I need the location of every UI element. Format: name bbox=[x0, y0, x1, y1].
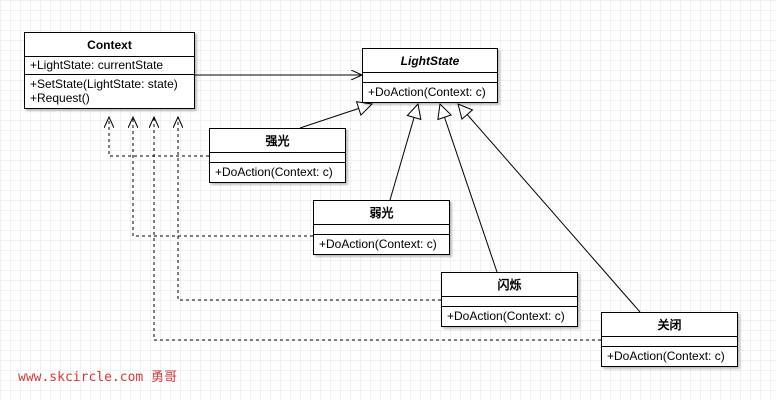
operation-compartment: +DoAction(Context: c) bbox=[210, 163, 345, 182]
generalization-off-to-lightstate bbox=[458, 104, 641, 313]
generalization-weak-to-lightstate bbox=[389, 104, 418, 201]
class-lightstate[interactable]: LightState +DoAction(Context: c) bbox=[362, 48, 498, 103]
attribute-compartment bbox=[210, 153, 345, 163]
operation-compartment: +DoAction(Context: c) bbox=[314, 235, 449, 254]
operation-compartment: +DoAction(Context: c) bbox=[363, 83, 497, 102]
operation: +Request() bbox=[30, 91, 90, 105]
generalization-flash-to-lightstate bbox=[440, 104, 498, 273]
dependency-weak-to-context bbox=[133, 117, 313, 237]
class-name: LightState bbox=[363, 49, 497, 73]
attribute-compartment bbox=[314, 225, 449, 235]
class-name: 关闭 bbox=[602, 313, 737, 337]
dependency-off-to-context bbox=[154, 117, 601, 341]
attribute-compartment bbox=[602, 337, 737, 347]
operation: +DoAction(Context: c) bbox=[607, 349, 725, 363]
attribute-compartment bbox=[363, 73, 497, 83]
operation: +DoAction(Context: c) bbox=[215, 165, 333, 179]
class-name: 强光 bbox=[210, 129, 345, 153]
watermark-text: www.skcircle.com 勇哥 bbox=[18, 370, 178, 385]
operation: +DoAction(Context: c) bbox=[319, 237, 437, 251]
attribute: +LightState: currentState bbox=[30, 58, 164, 72]
class-weak-light[interactable]: 弱光 +DoAction(Context: c) bbox=[313, 200, 450, 255]
attribute-compartment bbox=[442, 297, 577, 307]
operation: +DoAction(Context: c) bbox=[447, 309, 565, 323]
class-name: Context bbox=[25, 33, 194, 57]
class-name: 弱光 bbox=[314, 201, 449, 225]
operation: +DoAction(Context: c) bbox=[368, 85, 486, 99]
operation: +SetState(LightState: state) bbox=[30, 77, 178, 91]
dependency-flash-to-context bbox=[178, 117, 441, 301]
operation-compartment: +DoAction(Context: c) bbox=[442, 307, 577, 326]
class-strong-light[interactable]: 强光 +DoAction(Context: c) bbox=[209, 128, 346, 183]
generalization-strong-to-lightstate bbox=[299, 104, 372, 129]
operation-compartment: +SetState(LightState: state) +Request() bbox=[25, 75, 194, 108]
class-name: 闪烁 bbox=[442, 273, 577, 297]
operation-compartment: +DoAction(Context: c) bbox=[602, 347, 737, 366]
class-off[interactable]: 关闭 +DoAction(Context: c) bbox=[601, 312, 738, 367]
dependency-strong-to-context bbox=[109, 117, 209, 157]
class-context[interactable]: Context +LightState: currentState +SetSt… bbox=[24, 32, 195, 109]
class-flash[interactable]: 闪烁 +DoAction(Context: c) bbox=[441, 272, 578, 327]
attribute-compartment: +LightState: currentState bbox=[25, 57, 194, 75]
